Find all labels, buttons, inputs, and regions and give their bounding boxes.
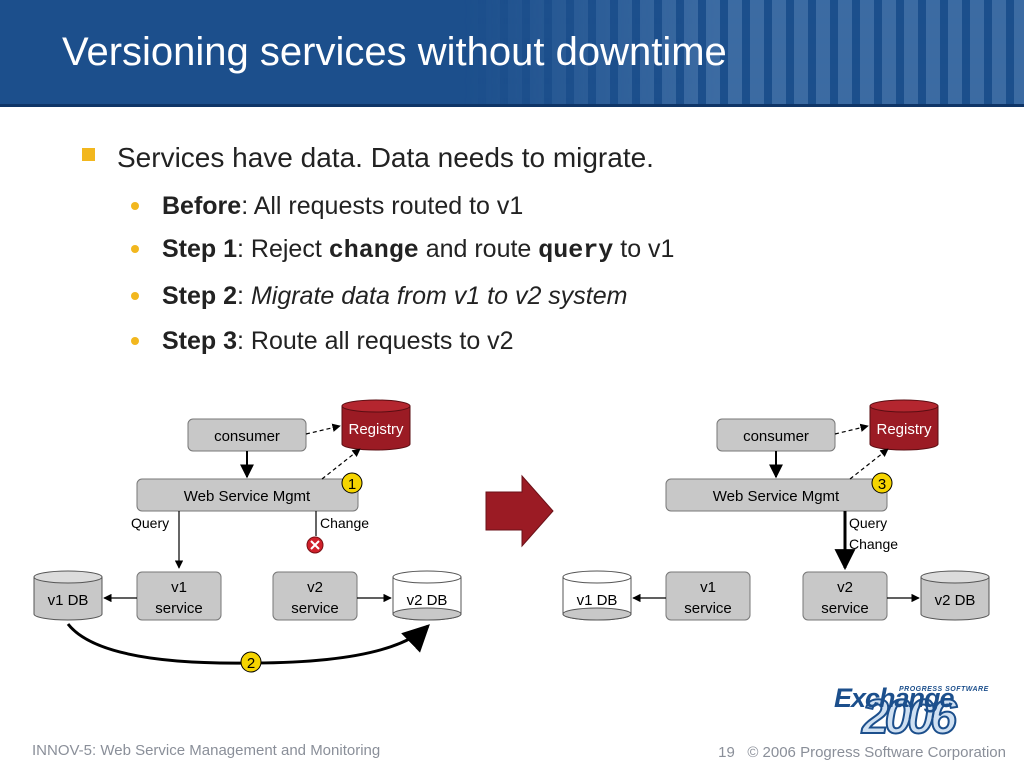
query-label: Query	[849, 515, 887, 531]
consumer-label: consumer	[214, 428, 280, 445]
transition-arrow	[485, 474, 554, 548]
v1-db-cylinder	[562, 570, 632, 621]
bullet-main: Services have data. Data needs to migrat…	[117, 142, 654, 173]
code-query: query	[538, 236, 614, 265]
bullet-label: Step 2	[162, 282, 238, 310]
v2-service-box	[272, 571, 358, 621]
v2-service-label: v2	[837, 579, 853, 596]
square-bullet-icon	[82, 148, 95, 161]
consumer-label: consumer	[743, 428, 809, 445]
bullet-text: :	[237, 282, 251, 310]
bullet-label: Before	[162, 192, 242, 220]
step-badge-1	[341, 472, 363, 494]
registry-cylinder	[869, 399, 939, 451]
bullet-text: to v1	[613, 235, 675, 263]
page-number: 19	[718, 744, 735, 761]
step-badge-3-label: 3	[878, 476, 886, 493]
dot-bullet-icon	[131, 202, 139, 210]
header-pattern	[464, 0, 1024, 104]
bullet-text-italic: Migrate data from v1 to v2 system	[250, 282, 628, 310]
dot-bullet-icon	[131, 337, 139, 345]
v2-db-label: v2 DB	[935, 592, 976, 609]
registry-update-arrow	[321, 448, 361, 480]
v2-service-label: service	[291, 600, 339, 617]
v2-service-label: v2	[307, 579, 323, 596]
change-label: Change	[320, 515, 369, 531]
change-label: Change	[849, 536, 898, 552]
bullet-text: : Route all requests to v2	[237, 327, 514, 355]
v2-service-box	[802, 571, 888, 621]
header-rule	[0, 104, 1024, 107]
logo-brand: Exchange	[834, 683, 955, 713]
bullet-text: and route	[418, 235, 539, 263]
v2-db-cylinder	[392, 570, 462, 621]
registry-label: Registry	[876, 421, 932, 438]
registry-cylinder	[341, 399, 411, 451]
diagram-after-migration: consumer Registry Web Service Mgmt 3 Que…	[562, 399, 990, 621]
v1-db-cylinder	[33, 570, 103, 621]
web-service-mgmt-box	[136, 478, 359, 512]
code-change: change	[328, 236, 419, 265]
web-service-mgmt-label: Web Service Mgmt	[184, 488, 311, 505]
logo-brand-small: PROGRESS SOFTWARE	[899, 686, 989, 693]
v2-service-label: service	[821, 600, 869, 617]
web-service-mgmt-box	[665, 478, 888, 512]
title-bar: Versioning services without downtime	[0, 0, 1024, 104]
bullet-text: : All requests routed to v1	[241, 192, 524, 220]
v1-service-box	[136, 571, 222, 621]
lookup-arrow	[834, 423, 869, 435]
dot-bullet-icon	[131, 245, 139, 253]
bullet-before: Before: All requests routed to v1	[162, 190, 523, 222]
bullet-step-2: Step 2: Migrate data from v1 to v2 syste…	[162, 280, 627, 312]
web-service-mgmt-label: Web Service Mgmt	[713, 488, 840, 505]
v1-service-label: v1	[700, 579, 716, 596]
step-badge-2	[240, 651, 262, 673]
v1-db-label: v1 DB	[48, 592, 89, 609]
v1-service-label: service	[155, 600, 203, 617]
copyright: © 2006 Progress Software Corporation	[747, 744, 1006, 761]
bullet-label: Step 1	[162, 235, 238, 263]
v1-service-box	[665, 571, 751, 621]
registry-label: Registry	[348, 421, 404, 438]
bullet-text: : Reject	[237, 235, 329, 263]
footer-session-title: INNOV-5: Web Service Management and Moni…	[32, 742, 381, 759]
query-label: Query	[131, 515, 169, 531]
bullet-step-1: Step 1: Reject change and route query to…	[162, 233, 674, 267]
slide-title: Versioning services without downtime	[62, 30, 727, 74]
logo-year: 2006	[861, 690, 958, 745]
step-badge-3	[871, 472, 893, 494]
bullet-label: Step 3	[162, 327, 238, 355]
v1-db-label: v1 DB	[577, 592, 618, 609]
dot-bullet-icon	[131, 292, 139, 300]
step-badge-2-label: 2	[247, 655, 255, 672]
bullet-step-3: Step 3: Route all requests to v2	[162, 325, 514, 357]
reject-icon	[306, 536, 324, 554]
step-badge-1-label: 1	[348, 476, 356, 493]
lookup-arrow	[305, 423, 341, 435]
v2-db-label: v2 DB	[407, 592, 448, 609]
v1-service-label: v1	[171, 579, 187, 596]
v2-db-cylinder	[920, 570, 990, 621]
footer-right: 19 © 2006 Progress Software Corporation	[718, 744, 1006, 761]
registry-update-arrow	[849, 448, 889, 480]
diagram-before-migration: consumer Registry Web Service Mgmt 1 Que…	[33, 399, 462, 673]
v1-service-label: service	[684, 600, 732, 617]
